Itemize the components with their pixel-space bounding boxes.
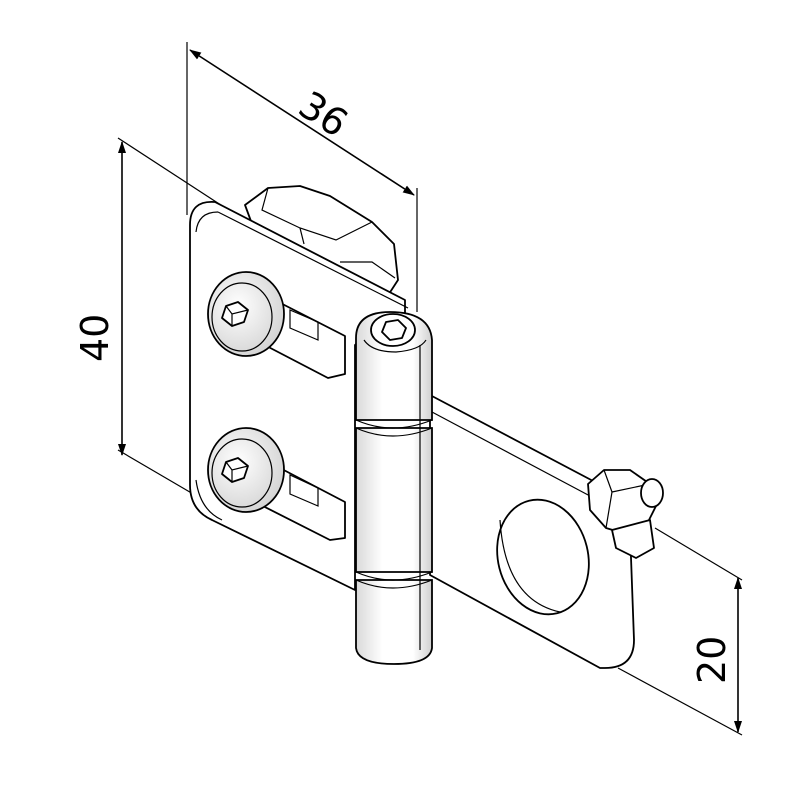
dimension-label-36: 36 (291, 83, 356, 146)
bolt-bottom (207, 427, 285, 513)
bolt-top (207, 271, 285, 357)
stud-end (640, 478, 664, 508)
dimension-label-40: 40 (73, 314, 117, 362)
dimension-label-20: 20 (690, 636, 734, 684)
hex-nut-right (587, 469, 664, 559)
dimension-20: 20 (617, 527, 743, 736)
extension-line (617, 667, 743, 736)
dimension-line (189, 49, 415, 196)
hinge (189, 185, 664, 669)
dimension-40: 40 (73, 137, 251, 506)
extension-line (654, 527, 743, 581)
right-leaf-plate (429, 394, 635, 669)
hinge-knuckle (355, 311, 433, 665)
